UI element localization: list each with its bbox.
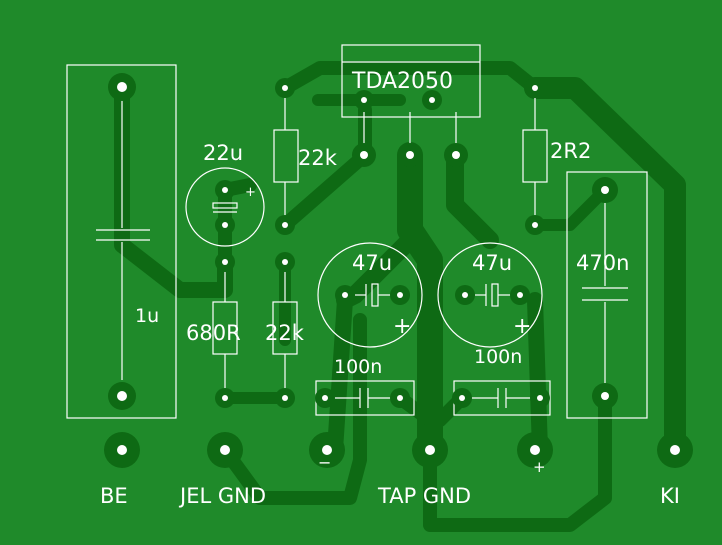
res-2r2-label: 2R2 — [550, 139, 591, 163]
pad-470n-top — [592, 177, 618, 203]
cap-470n-label: 470n — [576, 251, 629, 275]
cap-1u-outline — [66, 64, 177, 419]
pad-ic-1 — [354, 90, 374, 110]
pad-47u-right-2 — [510, 285, 530, 305]
trace-output — [524, 77, 686, 461]
pad-100n-left-1 — [315, 388, 335, 408]
cap-47u-right-plus-label: + — [513, 314, 531, 339]
pad-1u-top — [108, 73, 136, 101]
cap-1u-label: 1u — [135, 305, 159, 327]
trace-top — [278, 61, 542, 95]
pad-22u-minus — [215, 215, 235, 235]
pad-47u-left-2 — [390, 285, 410, 305]
pad-ic-3 — [398, 143, 422, 167]
connector-ki-label: KI — [660, 484, 680, 508]
pad-22u-plus — [215, 180, 235, 200]
pad-22k-bottom-2 — [275, 388, 295, 408]
pad-connector-plus — [517, 432, 553, 468]
cap-47u-left-plus-label: + — [393, 314, 411, 339]
trace-ic-pin4 — [446, 146, 499, 249]
pad-470n-bottom — [592, 383, 618, 409]
pad-ic-4 — [444, 143, 468, 167]
pad-47u-right-1 — [455, 285, 475, 305]
cap-47u-left-label: 47u — [352, 251, 392, 275]
pad-680r-1 — [215, 252, 235, 272]
trace-pos-rail — [527, 292, 548, 458]
pad-connector-minus — [309, 432, 345, 468]
pad-connector-be — [104, 432, 140, 468]
res-22k-top-label: 22k — [298, 146, 338, 170]
pad-2r2-2 — [525, 215, 545, 235]
pad-680r-2 — [215, 388, 235, 408]
cap-47u-right-label: 47u — [472, 251, 512, 275]
connector-labels: BE JEL GND TAP GND KI − + — [100, 453, 680, 508]
ic-tda2050-outline — [341, 44, 481, 118]
cap-22u-label: 22u — [203, 141, 243, 165]
trace-neg-rail — [327, 292, 353, 458]
cap-22u-outline — [185, 167, 265, 247]
cap-100n-left-label: 100n — [334, 356, 382, 378]
pad-22k-top-2 — [275, 215, 295, 235]
silkscreen — [66, 44, 648, 419]
pads — [104, 73, 693, 468]
pad-1u-bottom — [108, 382, 136, 410]
trace-tap-gnd — [423, 391, 612, 532]
res-22k-bottom-label: 22k — [265, 321, 305, 345]
pad-100n-right-1 — [452, 388, 472, 408]
connector-plus-label: + — [533, 458, 546, 476]
trace-2r2-470n — [529, 184, 611, 231]
pad-100n-right-2 — [530, 388, 550, 408]
res-680r-label: 680R — [186, 321, 241, 345]
pad-47u-left-1 — [335, 285, 355, 305]
pad-ic-2 — [352, 143, 376, 167]
cap-22u-plus-label: + — [245, 185, 256, 200]
pad-connector-tap-gnd — [412, 432, 448, 468]
trace-jel-gnd — [218, 313, 367, 505]
pad-connector-jel-gnd — [207, 432, 243, 468]
component-labels: TDA2050 1u 22u + 22k 2R2 47u + 47u + 470… — [135, 69, 629, 378]
connector-tap-gnd-label: TAP GND — [377, 484, 471, 508]
pad-2r2-1 — [525, 78, 545, 98]
cap-47u-left-outline — [317, 242, 423, 348]
pad-22k-top-1 — [275, 78, 295, 98]
trace-gnd-center — [397, 142, 443, 463]
copper-traces — [114, 61, 686, 532]
cap-100n-right-label: 100n — [474, 346, 522, 368]
ic-label: TDA2050 — [351, 69, 453, 94]
cap-470n-outline — [566, 171, 648, 419]
connector-minus-label: − — [318, 453, 331, 472]
connector-be-label: BE — [100, 484, 128, 508]
pad-100n-left-2 — [390, 388, 410, 408]
pad-ic-5 — [422, 90, 442, 110]
pad-22k-bottom-1 — [275, 252, 295, 272]
res-22k-top-outline — [273, 129, 299, 183]
connector-jel-gnd-label: JEL GND — [178, 484, 266, 508]
cap-47u-right-outline — [437, 242, 543, 348]
pad-connector-ki — [657, 432, 693, 468]
